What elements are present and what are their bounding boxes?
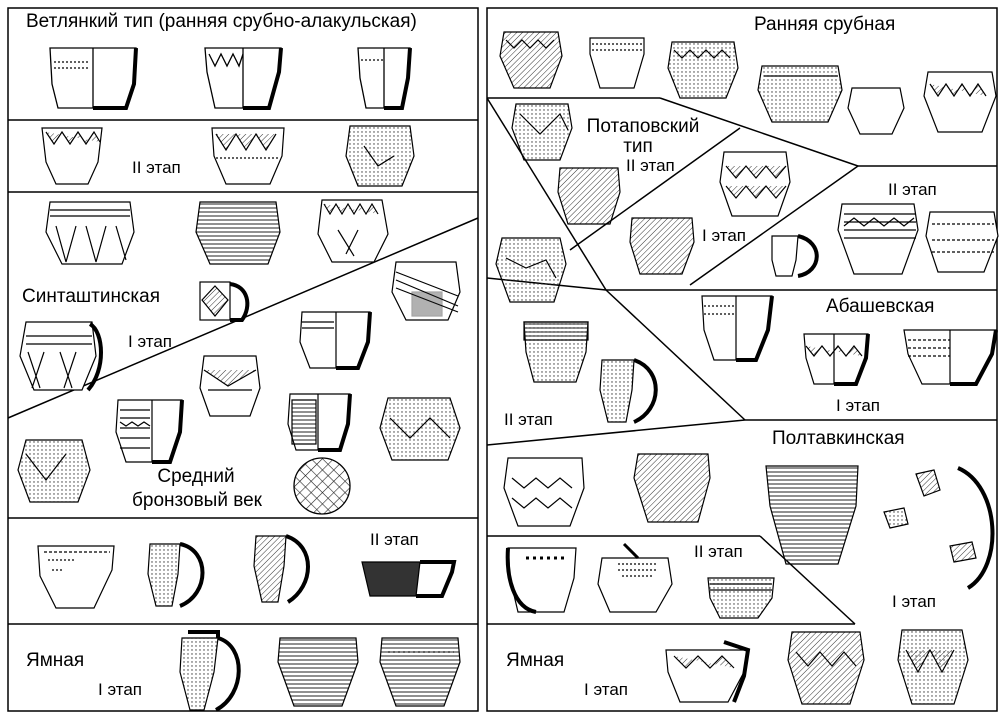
vessel [758,66,842,122]
vessel [318,200,388,262]
vessel [668,42,738,98]
vessel [50,48,136,108]
label-yamnaya-right-stage1: I этап [584,680,628,700]
vessel [848,88,904,134]
vessel [772,236,817,276]
vessel [634,454,710,522]
vessel [362,562,454,596]
vessel [148,544,203,606]
vessel [788,632,864,704]
vessel [924,72,996,132]
vessel [590,38,644,88]
label-potapovka-2: тип [608,136,668,158]
vessel-group-early-srubnaya [500,32,996,134]
vessel [926,212,998,272]
label-yamnaya-left-stage1: I этап [98,680,142,700]
vessel [512,104,572,160]
vessel [804,334,868,384]
vessel-group-vetlyanka [50,48,410,108]
label-yamnaya-left-stage2: II этап [370,530,419,550]
label-vetlyanka-stage2: II этап [132,158,181,178]
vessel [666,642,748,702]
vessel [598,544,672,612]
vessel-group-poltavka [504,454,992,588]
vessel [500,32,562,88]
vessel [42,128,102,184]
title-early-srubnaya: Ранняя срубная [754,14,895,36]
title-vetlyanka: Ветлянкий тип (ранняя срубно-алакульская… [26,11,417,33]
vessel [46,202,134,264]
vessel [200,356,260,416]
vessel [720,152,790,216]
label-abashevo-stage2: II этап [504,410,553,430]
vessel [838,204,918,274]
label-srubnaya-stage2: II этап [888,180,937,200]
vessel [116,400,182,462]
title-yamnaya-right: Ямная [506,650,564,672]
vessel [766,466,858,564]
title-sintashta: Синташтинская [22,286,160,308]
vessel [496,238,566,302]
vessel [380,398,460,460]
vessel [558,168,620,224]
vessel-group-row3 [46,200,388,264]
vessel-fragments [884,468,992,588]
vessel-group-vetlyanka-ii [42,126,414,186]
vessel [196,202,280,264]
vessel [20,322,101,390]
vessel [508,548,576,612]
vessel [380,638,460,706]
label-potapovka-1: Потаповский [580,116,706,138]
vessel [898,630,968,704]
vessel [212,128,284,184]
vessel [205,48,281,108]
label-abashevo-stage1: I этап [836,396,880,416]
vessel [392,262,460,320]
label-middle-bronze-2: бронзовый век [122,490,272,512]
vessel [278,638,358,706]
label-middle-bronze-1: Средний [140,466,252,488]
vessel [180,632,239,710]
vessel [200,282,247,320]
vessel-group-srubnaya-ii [772,204,998,276]
vessel [504,458,584,526]
vessel [300,312,370,368]
title-abashevo: Абашевская [826,296,934,318]
vessel [38,546,114,608]
vessel [600,360,656,422]
vessel [702,296,772,360]
title-yamnaya-left: Ямная [26,650,84,672]
vessel-base-disc [294,458,350,514]
title-poltavka: Полтавкинская [772,428,905,450]
label-poltavka-stage1: I этап [892,592,936,612]
label-potapovka-stage2: II этап [626,156,675,176]
vessel [904,330,996,384]
vessel [254,536,308,602]
vessel-group-yamnaya-i-left [180,632,460,710]
vessel [630,218,694,274]
vessel [346,126,414,186]
vessel [288,394,350,450]
label-poltavka-stage2: II этап [694,542,743,562]
vessel [18,440,90,502]
vessel [524,322,588,382]
label-sintashta-stage1: I этап [128,332,172,352]
vessel [358,48,410,108]
vessel [708,578,774,618]
vessel-group-yamnaya-right [666,630,968,704]
label-potapovka-stage1: I этап [702,226,746,246]
